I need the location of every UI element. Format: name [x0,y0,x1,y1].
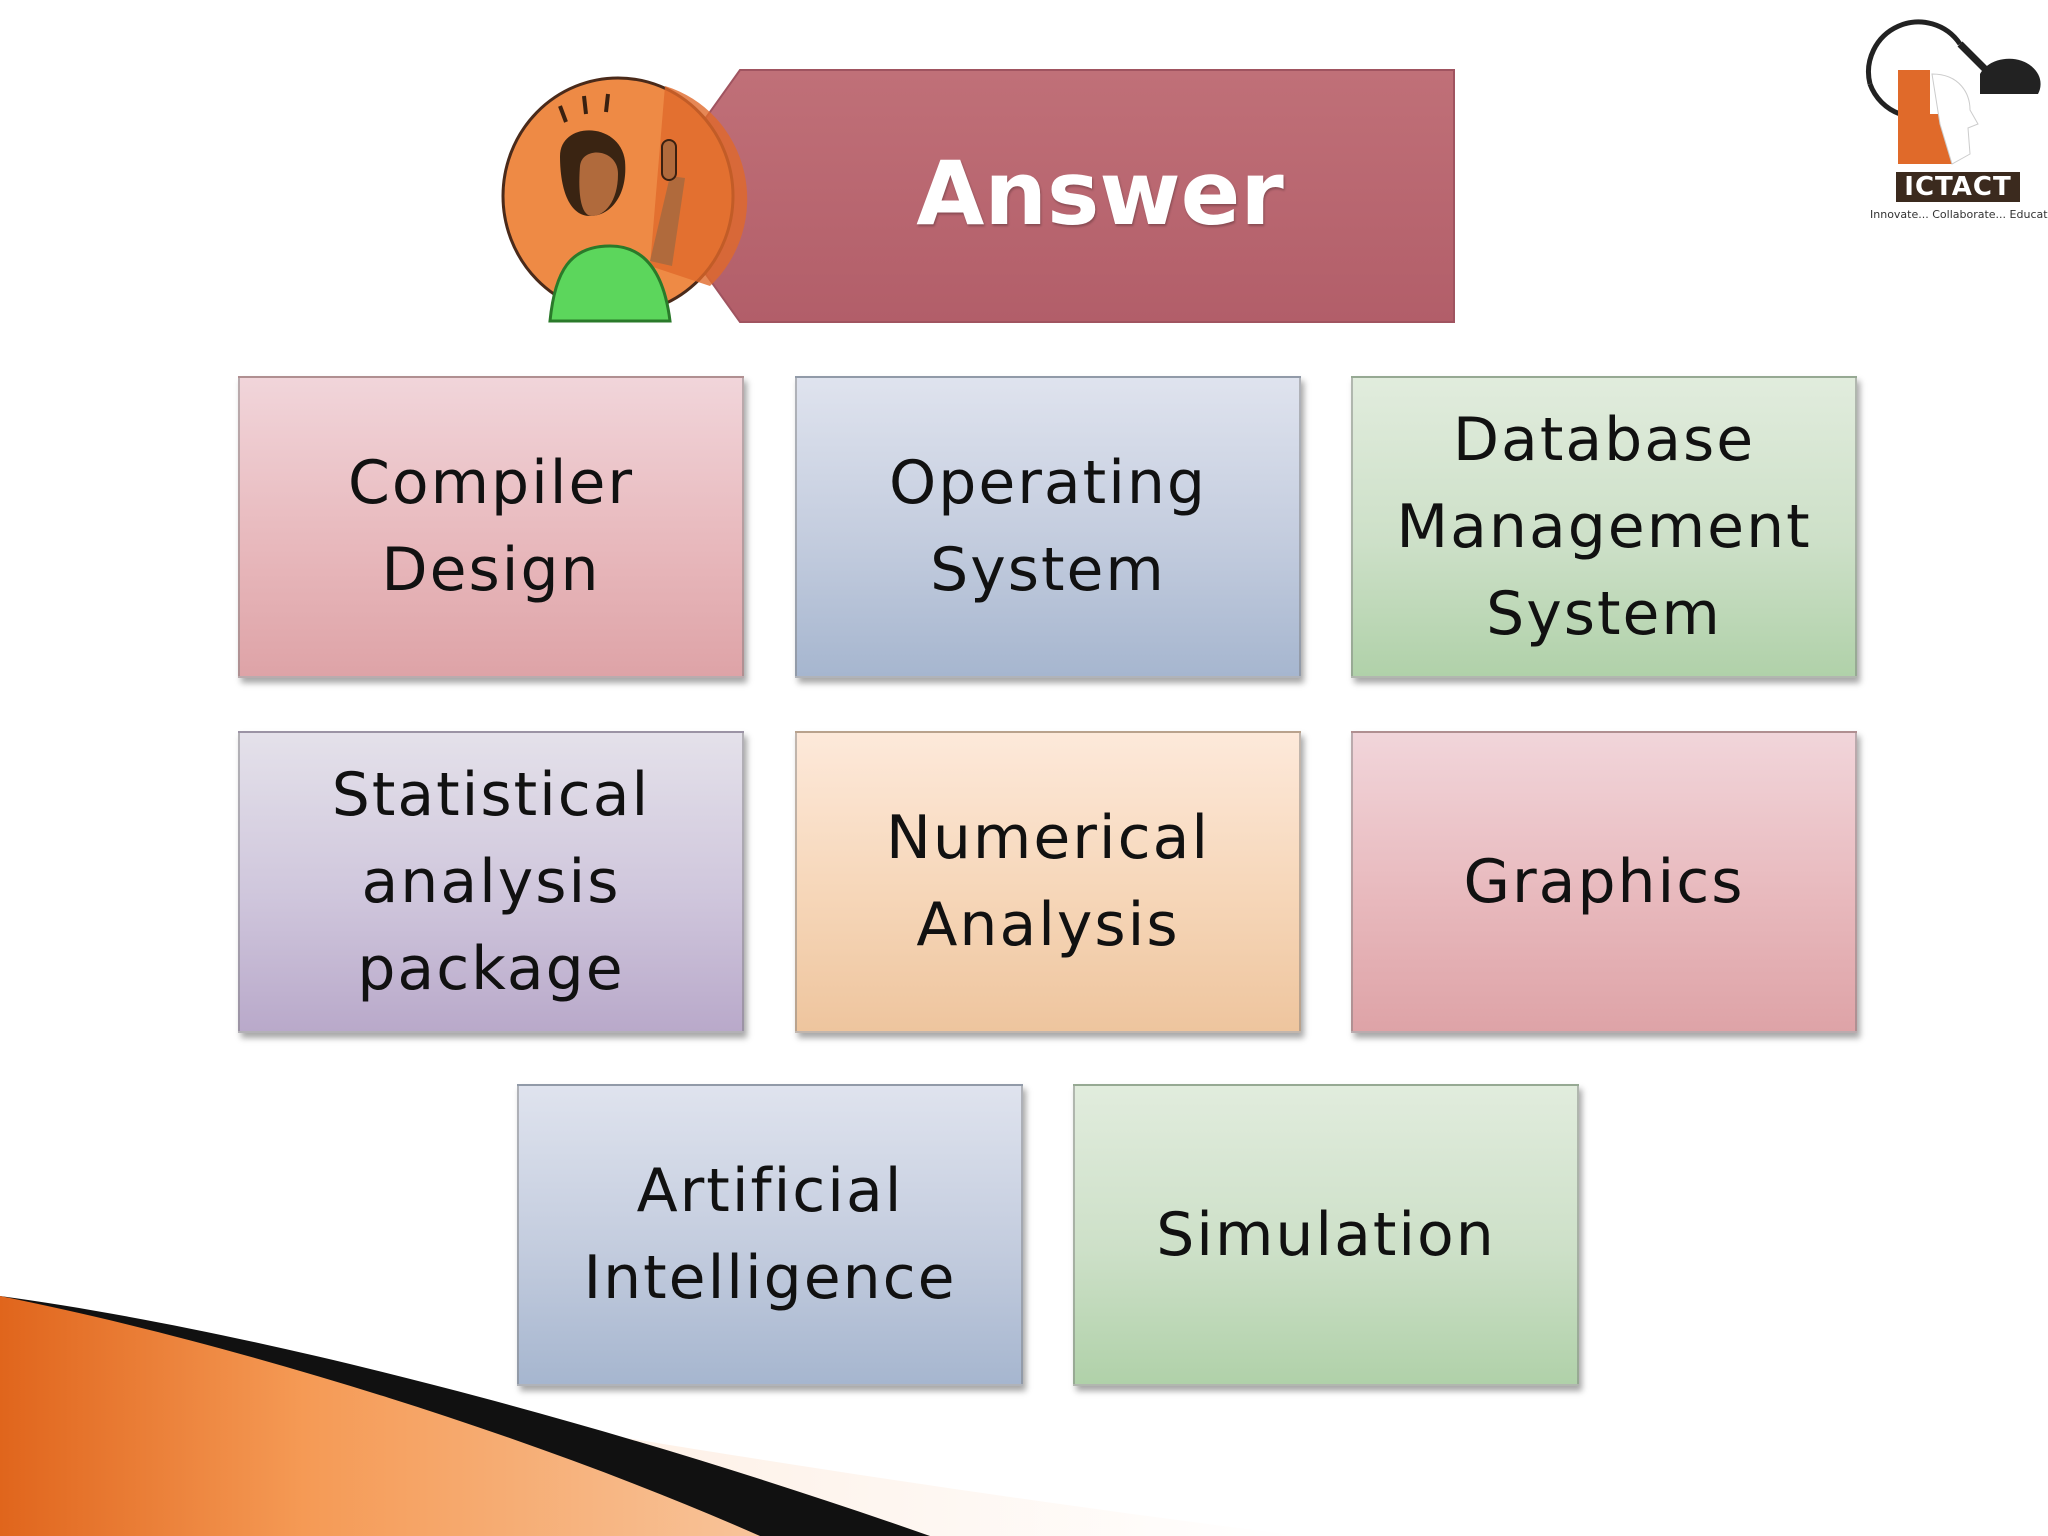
tile-label: Graphics [1463,846,1745,917]
logo-name: ICTACT [1896,172,2020,202]
logo-tagline: Innovate... Collaborate... Educate... [1870,208,2048,221]
slide-title: Answer [916,141,1284,245]
tile-graphics: Graphics [1351,731,1857,1033]
title-banner: Answer [500,66,1460,326]
ictact-logo [1866,19,2041,165]
tile-label: Simulation [1156,1199,1496,1270]
idea-person-icon [501,76,748,323]
tile-simulation: Simulation [1073,1084,1579,1386]
